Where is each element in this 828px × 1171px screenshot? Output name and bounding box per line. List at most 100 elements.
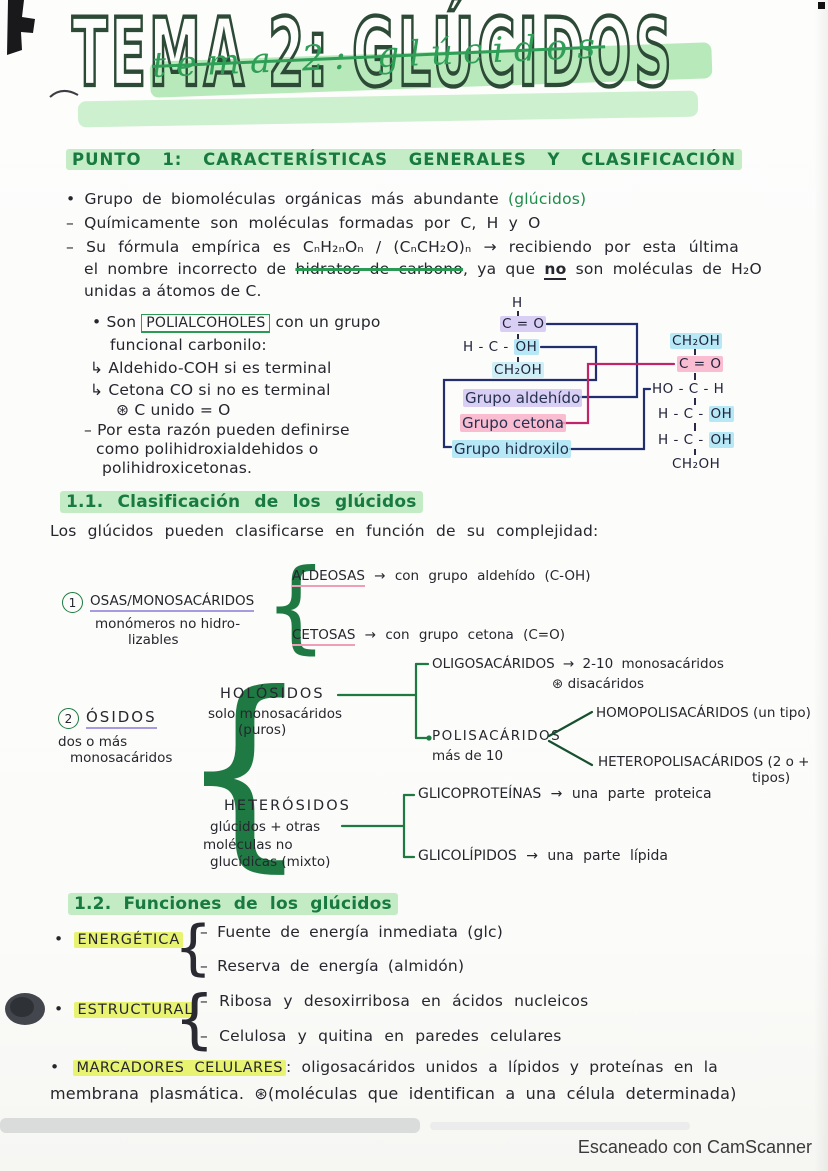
label-grupo-aldehido: Grupo aldehído [463,389,583,407]
cetosas-rest: → con grupo cetona (C=O) [355,627,565,643]
bullet-biomoleculas: • Grupo de biomoléculas orgánicas más ab… [66,190,586,208]
homopolisacaridos-line: HOMOPOLISACÁRIDOS (un tipo) [596,705,811,721]
formula-line-3: unidas a átomos de C. [84,282,262,300]
right-molecule-choh-1: H - C - OH [658,406,735,422]
energetica-brace: { [174,913,213,983]
razon-line-2: como polihidroxialdehidos o [96,440,319,458]
hydroxyl-highlight: OH [708,432,735,448]
grupo-hidroxilo-text: Grupo hidroxilo [452,440,571,458]
hydroxyl-highlight: OH [513,339,540,355]
energetica-node: • ENERGÉTICA [54,930,184,948]
clasificacion-intro: Los glúcidos pueden clasificarse en func… [50,522,599,540]
bond-line [517,357,519,362]
ketone-group-highlight: C = O [677,356,724,372]
hydroxyl-right-connector [568,387,652,451]
section-heading-1-1: 1.1. Clasificación de los glúcidos [60,491,423,513]
section-heading-1-2: 1.2. Funciones de los glúcidos [68,893,398,915]
osidos-sub-1: dos o más [58,734,128,750]
holosidos-term: HOLÓSIDOS [220,686,325,702]
bond-line [694,398,696,405]
polisacaridos-term: POLISACÁRIDOS [432,728,562,744]
carbonilo-line: funcional carbonilo: [110,336,267,354]
oligosacaridos-line: OLIGOSACÁRIDOS → 2-10 monosacáridos [432,656,724,672]
osas-brace: { [264,547,328,664]
bullet: • [54,930,64,948]
razon-line-3: polihidroxicetonas. [102,459,253,477]
r-choh1-pre: H - C - [658,406,709,422]
energetica-item-1: – Fuente de energía inmediata (glc) [200,923,504,941]
osidos-term: ÓSIDOS [86,708,157,729]
r-ch2oh-top: CH₂OH [670,333,723,349]
heterosidos-sub-2: moléculas no [203,837,293,853]
bottom-smudge [0,1118,420,1133]
pen-arc-mark [49,90,79,98]
aldeosas-rest: → con grupo aldehído (C-OH) [364,568,591,584]
heterosidos-sub-1: glúcidos + otras [210,819,321,835]
marcadores-term: MARCADORES CELULARES [73,1060,286,1076]
bullet-biomoleculas-text: • Grupo de biomoléculas orgánicas más ab… [66,190,508,208]
aldeosas-term: ALDEOSAS [292,568,365,587]
glicolipidos-line: GLICOLÍPIDOS → una parte lípida [418,848,668,864]
corner-clip-mark [7,0,35,55]
heterosidos-term: HETERÓSIDOS [224,798,351,814]
right-molecule-hoch: HO - C - H [652,381,725,397]
right-molecule-carbonyl: C = O [677,356,724,372]
section-heading-punto1: PUNTO 1: CARACTERÍSTICAS GENERALES Y CLA… [66,149,743,170]
formula-line-1: – Su fórmula empírica es CₙH₂ₙOₙ / (CₙCH… [66,238,740,256]
aldehido-line: ↳ Aldehido-COH si es terminal [90,359,332,377]
bullet-quimicamente: – Químicamente son moléculas formadas po… [66,214,541,232]
osas-node: 1 OSAS/MONOSACÁRIDOS [62,592,255,613]
no-underlined: no [544,260,567,280]
formula-line-2-post: son moléculas de H₂O [566,260,762,278]
polialcoholes-pre: • Son [92,313,137,331]
r-choh2-pre: H - C - [658,432,709,448]
grupo-aldehido-text: Grupo aldehído [463,389,583,407]
left-molecule-ch2oh: CH₂OH [492,362,545,378]
bottom-smudge-2 [430,1122,690,1130]
aldeosas-line: ALDEOSAS → con grupo aldehído (C-OH) [292,568,591,587]
energetica-term: ENERGÉTICA [74,932,184,948]
poli-arrow-dot [426,735,432,741]
camscanner-credit: Escaneado con CamScanner [577,1137,812,1157]
right-molecule-ch2oh-bottom: CH₂OH [672,456,721,472]
left-molecule-carbonyl: C = O [500,316,547,332]
osas-sub-1: monómeros no hidro- [95,616,241,632]
osidos-number-circle: 2 [58,708,79,729]
polisacaridos-sub: más de 10 [432,748,504,764]
glicoproteinas-line: GLICOPROTEÍNAS → una parte proteica [418,786,712,802]
top-right-mark [818,2,825,9]
osidos-brace: { [178,649,311,891]
label-grupo-cetona: Grupo cetona [460,414,566,432]
osas-term: OSAS/MONOSACÁRIDOS [90,593,255,612]
glucidos-note: (glúcidos) [508,190,587,208]
aldehyde-connector [545,322,639,399]
hydroxyl-highlight: OH [708,406,735,422]
bond-line [694,349,696,355]
left-molecule-h: H [512,295,523,311]
cetosas-line: CETOSAS → con grupo cetona (C=O) [292,627,565,646]
marcadores-line-2: membrana plasmática. ⊛(moléculas que ide… [50,1084,737,1103]
estructural-brace: { [174,983,215,1057]
scan-edge-shading [814,0,828,1171]
marcadores-line-1: • MARCADORES CELULARES: oligosacáridos u… [50,1058,718,1076]
hidratos-struck: hidratos de carbono [295,260,463,278]
grupo-cetona-text: Grupo cetona [460,414,566,432]
oligosacaridos-line-2: ⊛ disacáridos [552,676,645,692]
marcadores-rest: : oligosacáridos unidos a lípidos y prot… [285,1058,718,1076]
bond-line [517,334,519,339]
holosidos-sub-1: solo monosacáridos [208,706,342,722]
energetica-item-2: – Reserva de energía (almidón) [200,957,465,975]
hydroxyl-box-connector [442,345,598,449]
homo-branch [547,710,594,738]
bullet: • [50,1058,60,1076]
molecule-connector-lines [442,322,676,451]
hole-punch-shadow-core [10,997,34,1017]
bullet: • [54,1000,64,1018]
bond-line [517,311,519,316]
bond-line [694,373,696,380]
bond-line [694,423,696,431]
ketone-connector [560,362,676,425]
estructural-item-2: – Celulosa y quitina en paredes celulare… [200,1027,562,1045]
